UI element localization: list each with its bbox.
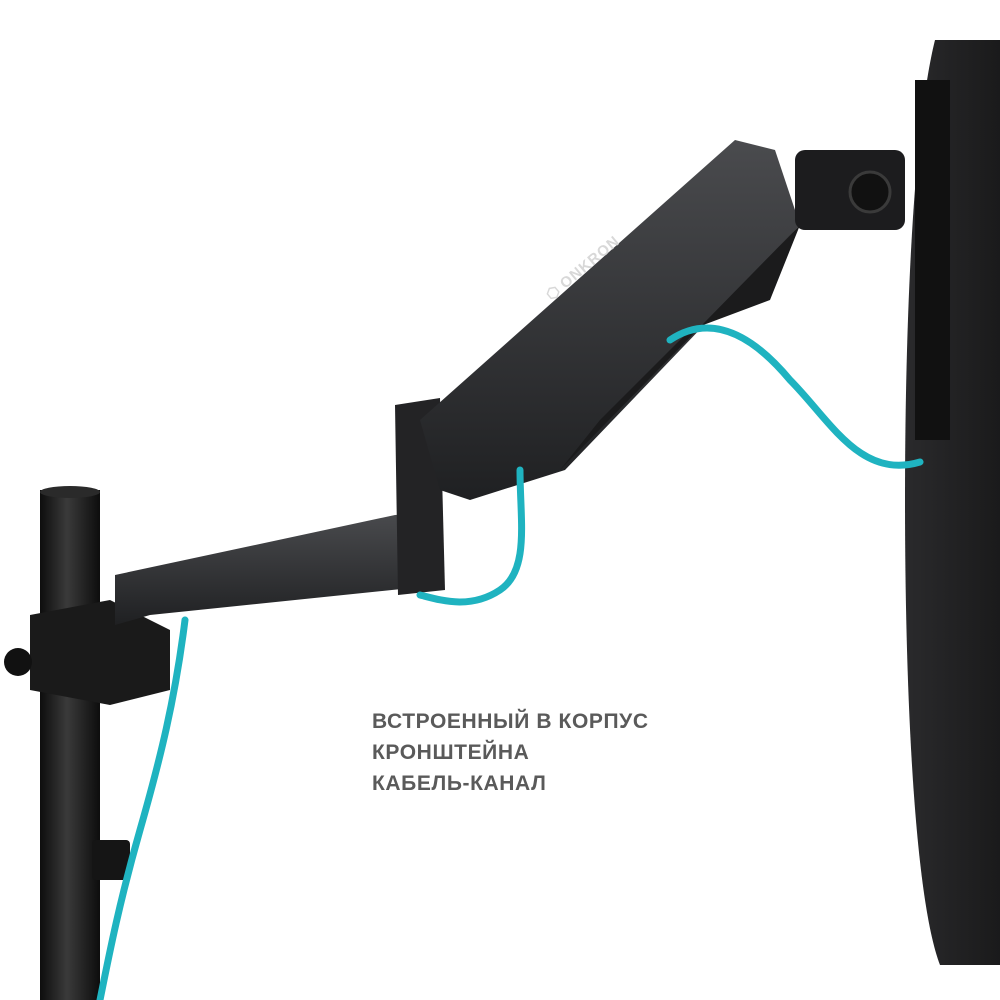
cable [96,324,924,1000]
pole-clip [92,840,130,880]
tilt-knob [848,170,892,214]
pole-clamp [30,600,170,705]
caption-line: КАБЕЛЬ-КАНАЛ [372,772,547,795]
pole-cap [40,486,100,498]
caption-line: КРОНШТЕЙНА [372,741,530,764]
upper-arm [420,140,800,500]
feature-caption: ВСТРОЕННЫЙ В КОРПУС КРОНШТЕЙНА КАБЕЛЬ-КА… [372,706,649,799]
lower-arm [115,512,440,625]
arm-underside [560,225,800,470]
vesa-plate [915,80,950,440]
caption-line: ВСТРОЕННЫЙ В КОРПУС [372,710,649,733]
clamp-knob [4,648,32,676]
pole [40,490,100,1000]
